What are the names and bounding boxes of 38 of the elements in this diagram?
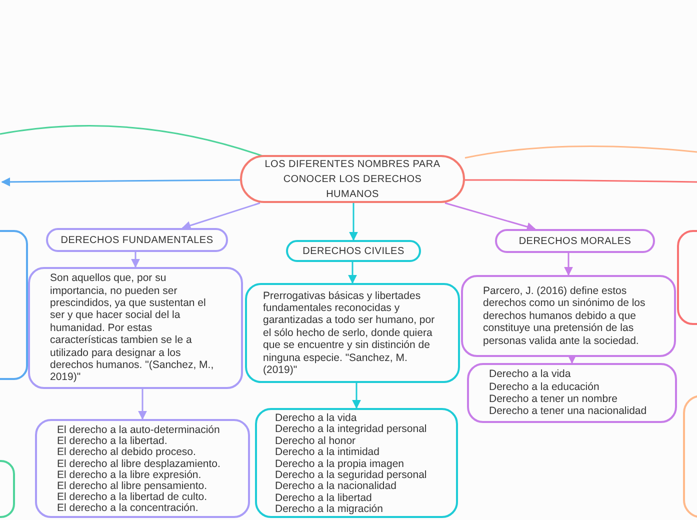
arrow: [182, 202, 260, 230]
list-item: Derecho a la seguridad personal: [275, 470, 428, 482]
description-text: Parcero, J. (2016) define estos derechos como un sinónimo de los derechos humanos debido a que constituye una pretensión de las personas valida ante la sociedad.: [483, 284, 646, 348]
arrow: [1, 177, 240, 186]
arrow: [352, 383, 361, 409]
arrow: [444, 202, 536, 232]
list-item: Derecho a tener un nombre: [489, 393, 618, 406]
list-item: El derecho al debido proceso.: [57, 447, 197, 459]
list-item: El derecho al libre pensamiento.: [57, 481, 208, 492]
list-item: El derecho a la concentración.: [57, 503, 200, 515]
list-item: El derecho a la libre expresión.: [57, 470, 202, 481]
list-item: Derecho a la migración: [275, 504, 384, 516]
node-title: DERECHOS MORALES: [518, 234, 632, 248]
list-item: Derecho a la propia imagen: [275, 458, 404, 470]
description-text: Prerrogativas básicas y libertades fundamentales reconocidas y garantizadas a todo ser humano, por el sólo hecho de serlo, donde quiera que se encuentre y sin distinción de ninguna especie. "Sanchez, M. (2019)": [263, 290, 436, 376]
list-item: Derecho a la nacionalidad: [275, 481, 396, 493]
node-title: DERECHOS FUNDAMENTALES: [60, 234, 214, 248]
list-item: El derecho a la auto-determinación: [57, 425, 221, 436]
arrow: [348, 262, 357, 284]
node-title: DERECHOS CIVILES: [302, 244, 404, 258]
list-item: Derecho a tener una nacionalidad: [489, 405, 648, 418]
list-item: El derecho a la libertad de culto.: [57, 492, 208, 504]
list-item: El derecho a la libertad.: [57, 436, 168, 448]
list-item: Derecho a la libertad: [275, 492, 373, 504]
arrow: [131, 252, 140, 268]
description-text: Son aquellos que, por su importancia, no pueden ser prescindidos, ya que sustentan el ser y que hacer social del la humanidad. Por estas características tambien se le a utilizado para designar a los derechos humanos. "(Sanchez, M., 2019)": [50, 272, 215, 384]
list-item: Derecho al honor: [275, 436, 357, 447]
list-item: Derecho a la vida: [489, 368, 572, 381]
list-item: Derecho a la intimidad: [275, 447, 380, 459]
arrow: [568, 354, 576, 364]
arrow: [138, 389, 147, 420]
arrow: [349, 203, 358, 241]
list-item: El derecho al libre desplazamiento.: [57, 458, 222, 470]
node-title: LOS DIFERENTES NOMBRES PARA CONOCER LOS DERECHOS HUMANOS: [264, 158, 442, 202]
list-item: Derecho a la educación: [489, 380, 600, 393]
list-item: Derecho a la vida: [275, 413, 358, 424]
arrow: [564, 253, 573, 276]
list-item: Derecho a la integridad personal: [275, 424, 428, 436]
